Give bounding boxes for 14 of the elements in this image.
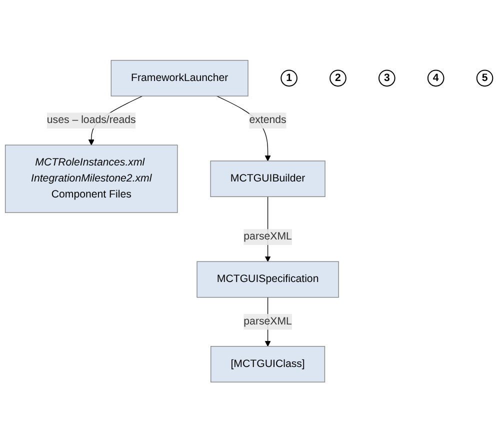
edge-label: parseXML xyxy=(244,230,292,242)
node-box: [MCTGUIClass] xyxy=(210,346,326,382)
node-circle: 4 xyxy=(427,70,444,86)
edge-label: uses – loads/reads xyxy=(46,114,136,126)
node-circle: 3 xyxy=(378,70,396,86)
node-box: MCTGUIBuilder xyxy=(210,160,326,197)
node-circle: 1 xyxy=(280,70,298,86)
edge-label: extends xyxy=(249,114,286,126)
node-box: MCTGUISpecification xyxy=(196,261,339,298)
node-circle: 5 xyxy=(476,70,494,86)
node-box: FrameworkLauncher xyxy=(110,60,248,96)
edge-label: parseXML xyxy=(244,316,292,327)
node-circle: 2 xyxy=(330,70,346,86)
node-box: MCTRoleInstances.xml IntegrationMilestone2.xml Component Files xyxy=(4,144,178,213)
